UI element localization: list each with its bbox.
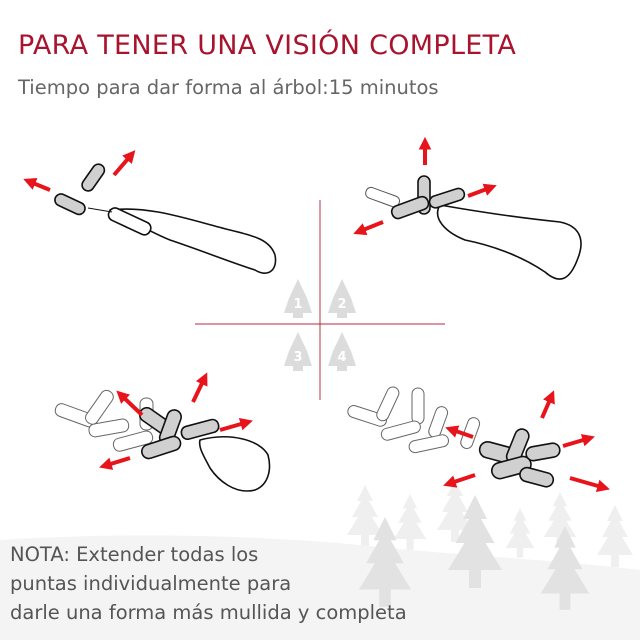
assembly-time-subtitle: Tiempo para dar forma al árbol:15 minuto… [18, 76, 439, 99]
note-line: puntas individualmente para [10, 572, 292, 595]
quadrant-divider [195, 200, 445, 400]
note-text: NOTA: Extender todas los puntas individu… [10, 540, 407, 627]
note-line: darle una forma más mullida y completa [10, 601, 407, 624]
svg-text:1: 1 [293, 297, 302, 312]
step-2-icon: 2 [328, 279, 356, 318]
page-title: PARA TENER UNA VISIÓN COMPLETA [18, 30, 517, 61]
note-line: NOTA: Extender todas los [10, 543, 259, 566]
background-trees [0, 480, 640, 640]
svg-text:2: 2 [337, 297, 346, 312]
step-3-icon: 3 [284, 332, 312, 371]
step-icons: 1 2 3 4 [284, 279, 356, 371]
branch-step-3 [54, 372, 271, 492]
step-4-icon: 4 [328, 332, 356, 371]
branch-step-2 [353, 136, 582, 280]
branch-step-4 [347, 386, 610, 493]
step-1-icon: 1 [284, 279, 312, 318]
svg-text:3: 3 [293, 350, 302, 365]
branch-step-1 [23, 150, 277, 274]
svg-text:4: 4 [337, 350, 346, 365]
